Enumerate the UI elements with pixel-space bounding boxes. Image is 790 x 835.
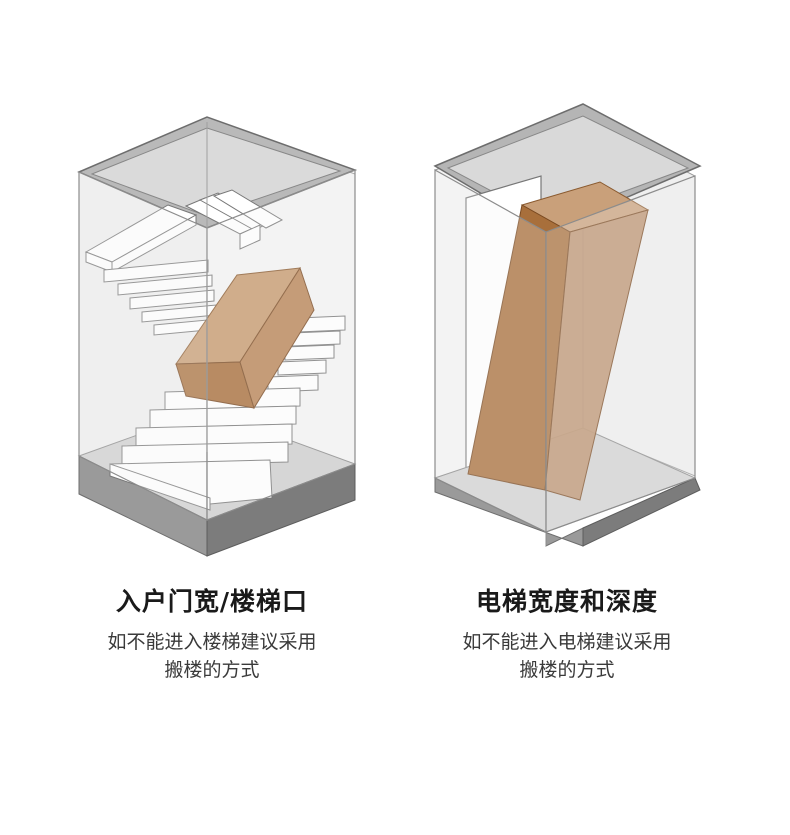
tall-box-side-face [544,209,649,501]
stairwell-title: 入户门宽/楼梯口 [115,587,309,616]
stairwell-front-right-glass [206,169,356,521]
elevator-description: 如不能进入电梯建议采用 搬楼的方式 [397,628,737,684]
stairwell-description: 如不能进入楼梯建议采用 搬楼的方式 [42,628,382,684]
carton-box-elevator [467,181,650,501]
elevator-caption: 电梯宽度和深度 如不能进入电梯建议采用 搬楼的方式 [397,586,737,684]
elevator-front-glass [434,168,547,533]
stairwell-illustration [77,116,358,557]
stairwell-caption: 入户门宽/楼梯口 如不能进入楼梯建议采用 搬楼的方式 [42,586,382,684]
elevator-floor-slab-front [582,477,701,547]
box-side-face [239,266,315,410]
stairwell-desc-line-2: 搬楼的方式 [164,659,260,681]
elevator-illustration [433,103,702,547]
stairwell-ceiling-inner [90,127,342,217]
elevator-desc-line-1: 如不能进入电梯建议采用 [462,631,672,653]
stairwell-desc-line-1: 如不能进入楼梯建议采用 [107,631,317,653]
elevator-desc-line-2: 搬楼的方式 [519,659,615,681]
spiral-staircase [84,189,346,511]
elevator-front-right-glass [545,175,696,533]
elevator-title: 电梯宽度和深度 [475,587,658,616]
